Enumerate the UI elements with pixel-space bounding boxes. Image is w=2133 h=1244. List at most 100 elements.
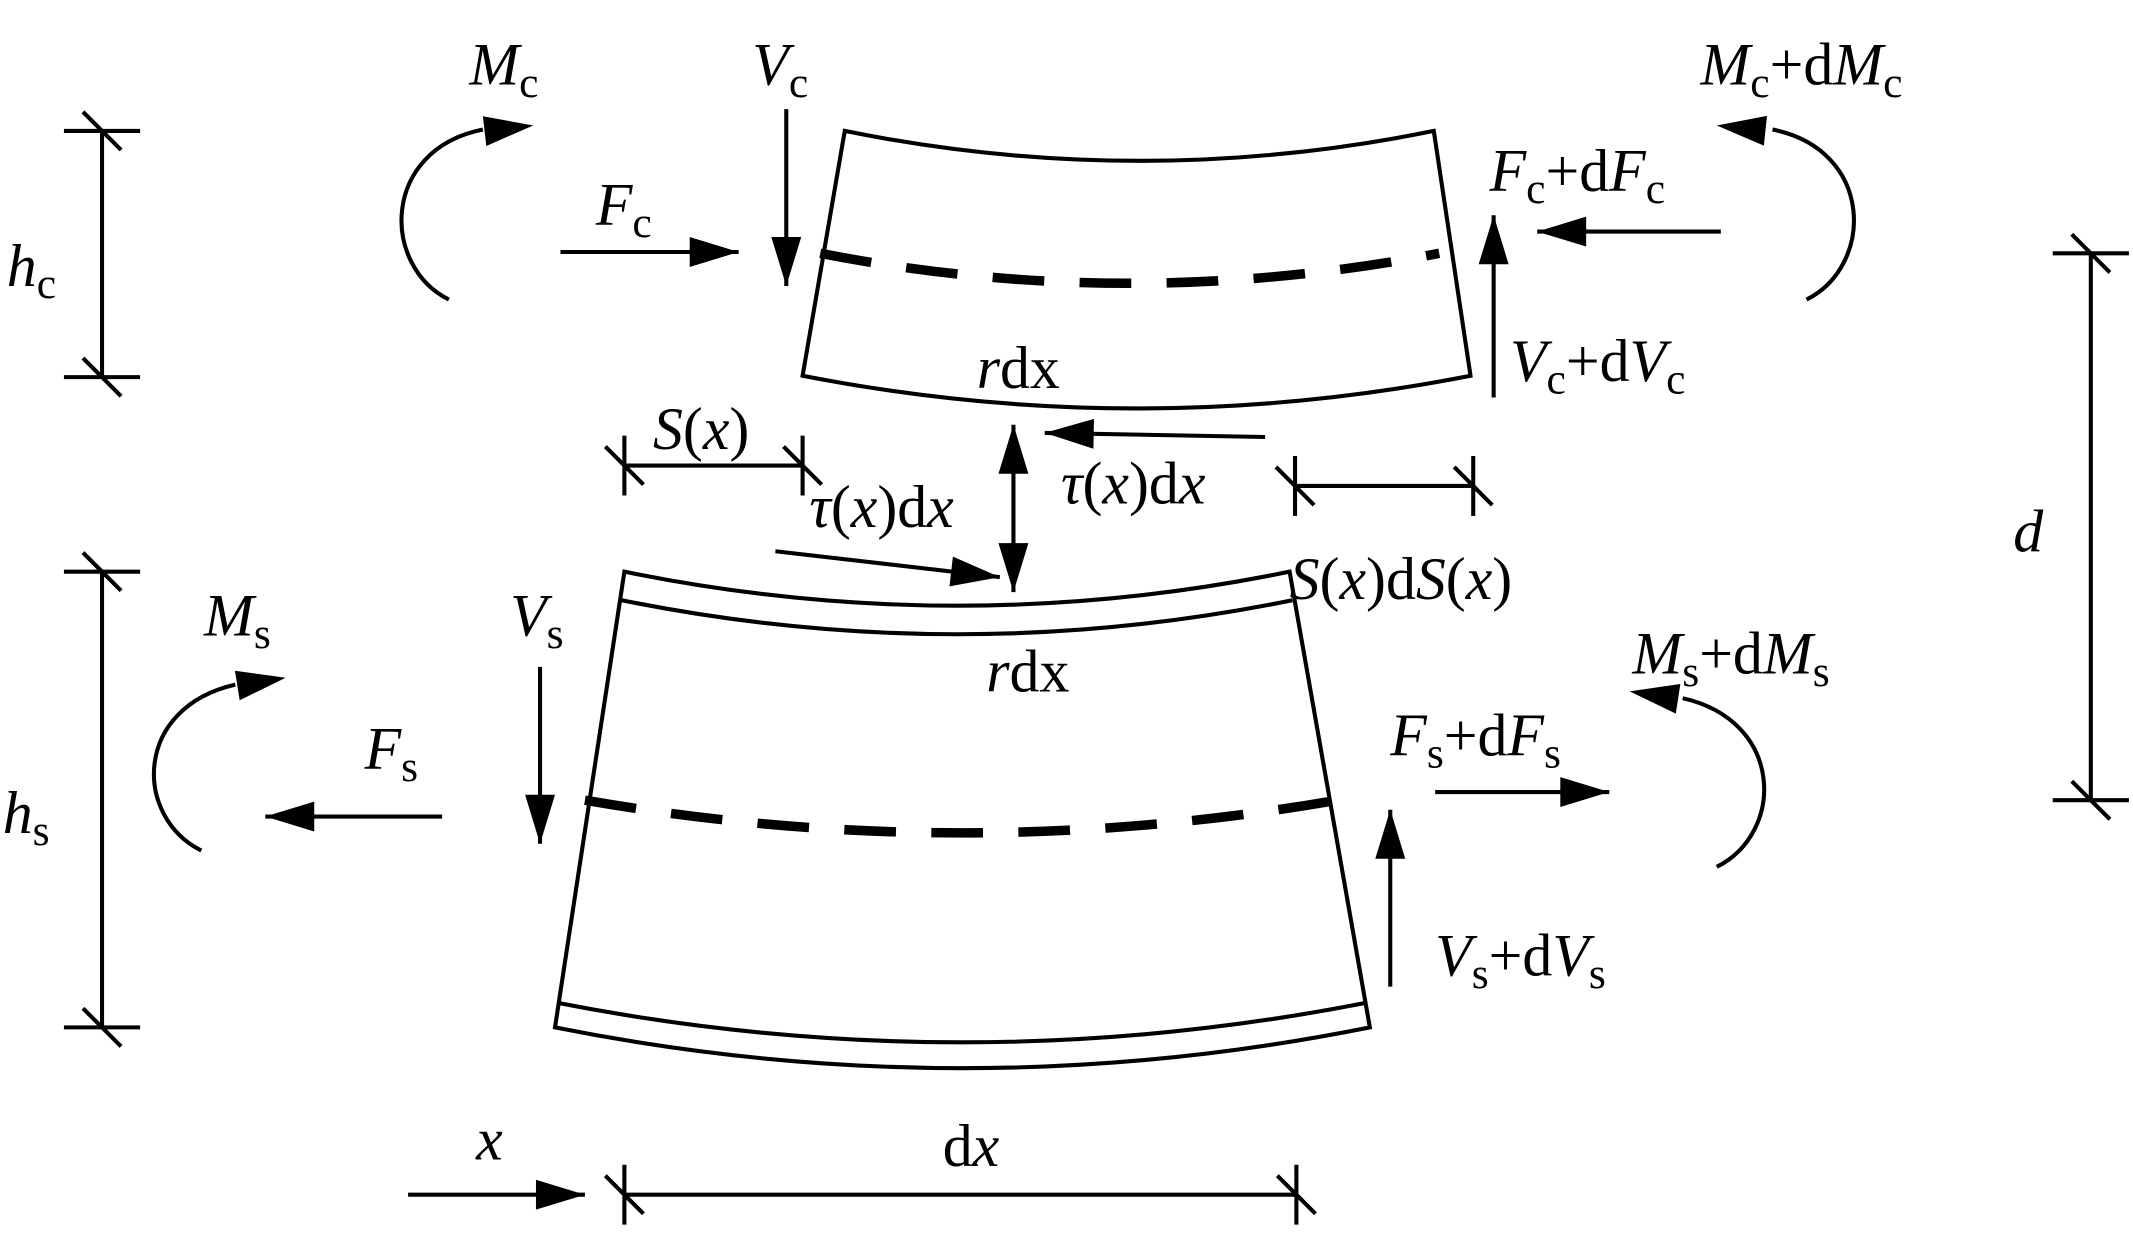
label-segment: V	[1510, 328, 1553, 394]
label-rdx1: rdx	[977, 335, 1060, 401]
label-segment: h	[3, 780, 33, 846]
arrowhead-icon	[998, 424, 1029, 474]
label-segment: V	[510, 583, 553, 649]
label-segment: M	[203, 583, 257, 649]
label-segment: c	[519, 59, 538, 107]
arrowhead-icon	[482, 116, 534, 146]
arrowhead-icon	[1537, 216, 1587, 247]
label-segment: r	[986, 638, 1010, 704]
arrowhead-icon	[234, 670, 286, 701]
label-segment: c	[1547, 355, 1566, 403]
steel-beam-element	[552, 569, 1373, 1071]
label-segment: F	[364, 716, 403, 782]
label-segment: s	[33, 807, 50, 855]
label-VsdVs: Vs+dVs	[1435, 923, 1606, 998]
label-Vc: Vc	[752, 32, 808, 107]
label-segment: x	[850, 474, 878, 540]
shear-flow-top-arrow	[1044, 418, 1266, 449]
label-tau2: τ(x)dx	[1061, 451, 1206, 517]
label-segment: M	[1699, 32, 1753, 98]
shear-vc-arrow	[771, 109, 802, 286]
shear-flow-bottom-arrow	[775, 549, 1001, 587]
label-Vs: Vs	[510, 583, 564, 658]
label-segment: d	[943, 1113, 973, 1179]
label-segment: M	[1762, 621, 1816, 687]
label-McdMc: Mc+dMc	[1699, 32, 1902, 107]
label-segment: F	[1506, 702, 1545, 768]
label-segment: )d	[877, 474, 927, 540]
force-fs-dfs-arrow	[1435, 777, 1610, 808]
label-segment: )d	[1366, 546, 1416, 612]
label-segment: x	[1465, 546, 1493, 612]
force-fc-dfc-arrow	[1537, 216, 1721, 247]
label-segment: F	[1389, 702, 1428, 768]
label-segment: r	[977, 335, 1001, 401]
dimension-d	[2052, 232, 2129, 821]
label-segment: c	[1750, 59, 1769, 107]
label-segment: S	[1416, 546, 1446, 612]
arrowhead-icon	[1629, 684, 1681, 714]
label-segment: x	[1101, 451, 1129, 517]
label-segment: F	[595, 172, 634, 238]
label-segment: c	[1666, 355, 1685, 403]
force-fc-arrow	[560, 237, 739, 267]
label-SxdSx: S(x)dS(x)	[1290, 546, 1513, 612]
label-d: d	[2013, 498, 2044, 564]
label-segment: (	[683, 396, 703, 462]
arrowhead-icon	[1560, 777, 1610, 808]
shear-vs-dvs-arrow	[1375, 809, 1406, 987]
label-segment: )	[729, 396, 749, 462]
label-segment: V	[1435, 923, 1478, 989]
label-segment: +d	[1545, 138, 1609, 204]
label-segment: V	[752, 32, 795, 98]
label-segment: c	[1526, 165, 1545, 213]
label-segment: c	[789, 59, 808, 107]
label-segment: c	[1646, 165, 1665, 213]
label-segment: dx	[1010, 638, 1070, 704]
label-FsdFs: Fs+dFs	[1389, 702, 1561, 777]
label-segment: x	[702, 396, 730, 462]
arrowhead-icon	[535, 1179, 585, 1210]
label-segment: +d	[1770, 32, 1834, 98]
label-segment: s	[1682, 648, 1699, 696]
force-arrows	[151, 109, 1856, 1210]
label-segment: dx	[1000, 335, 1060, 401]
label-hs: hs	[3, 780, 50, 855]
label-segment: τ	[809, 474, 833, 540]
label-segment: x	[1178, 451, 1206, 517]
arrowhead-icon	[1044, 418, 1094, 449]
label-segment: s	[1813, 648, 1830, 696]
arrowhead-icon	[1375, 809, 1406, 859]
shear-vs-arrow	[525, 666, 556, 844]
label-segment: (	[1320, 546, 1340, 612]
moment-ms-dms-arrow	[1629, 684, 1767, 869]
arrowhead-icon	[1716, 115, 1768, 146]
label-segment: (	[831, 474, 851, 540]
label-hc: hc	[7, 233, 56, 308]
label-Fc: Fc	[595, 172, 652, 247]
label-segment: s	[1472, 950, 1489, 998]
label-Ms: Ms	[203, 583, 271, 658]
label-segment: +d	[1566, 328, 1630, 394]
label-segment: s	[1427, 730, 1444, 778]
label-segment: h	[7, 233, 37, 299]
force-fs-arrow	[265, 801, 443, 832]
label-segment: V	[1552, 923, 1595, 989]
slip-double-arrow	[998, 424, 1029, 593]
label-dx: dx	[943, 1113, 1000, 1179]
label-segment: x	[972, 1113, 1000, 1179]
label-segment: c	[632, 199, 651, 247]
arrowhead-icon	[689, 237, 739, 267]
label-tau1: τ(x)dx	[809, 474, 954, 540]
label-VcdVc: Vc+dVc	[1510, 328, 1685, 403]
label-segment: s	[401, 743, 418, 791]
label-segment: τ	[1061, 451, 1085, 517]
dimension-dx	[603, 1164, 1317, 1225]
bottom-flange-line	[557, 1000, 1367, 1045]
concrete-slab-element	[800, 128, 1473, 411]
label-segment: +d	[1444, 702, 1508, 768]
label-segment: V	[1630, 328, 1673, 394]
moment-ms-arrow	[151, 670, 286, 853]
label-segment: x	[926, 474, 954, 540]
